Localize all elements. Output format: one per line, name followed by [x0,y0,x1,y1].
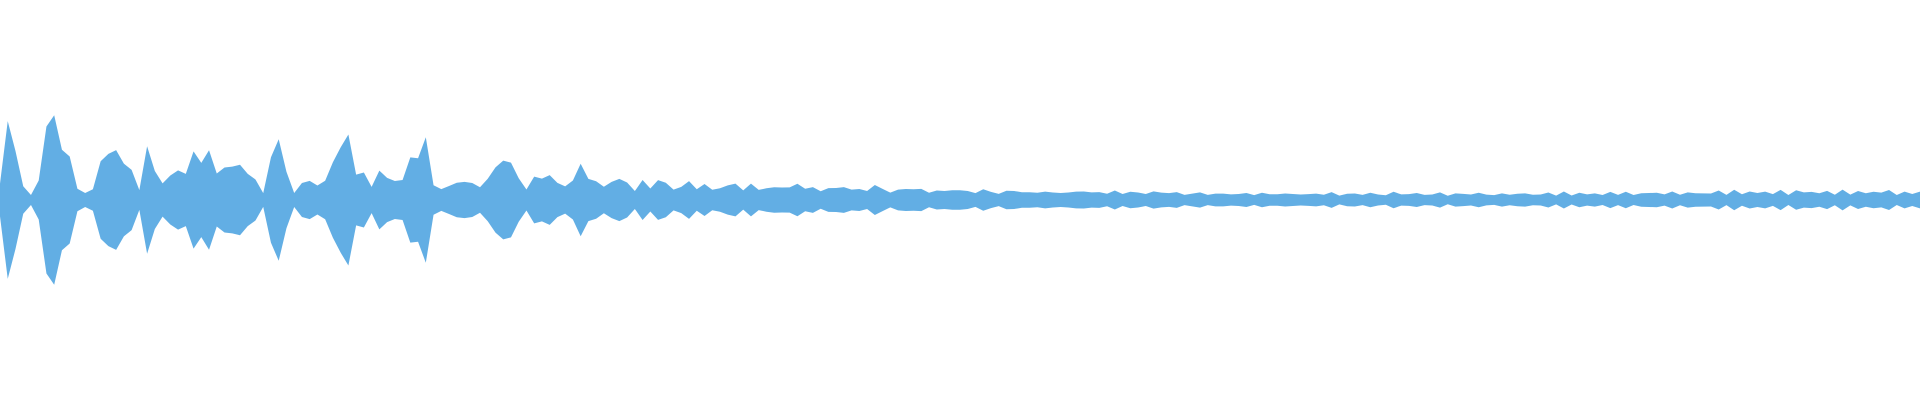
waveform-shape [0,115,1920,285]
